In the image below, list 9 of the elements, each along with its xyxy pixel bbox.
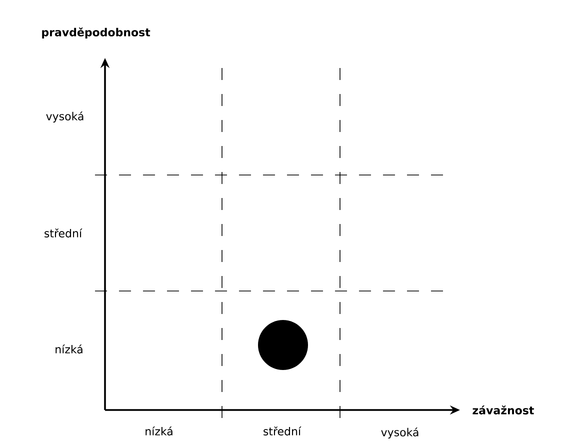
- tick-label: nízká: [56, 344, 82, 354]
- risk-dot: [258, 320, 308, 370]
- axis-title: pravděpodobnost: [42, 27, 150, 39]
- tick-label: vysoká: [46, 111, 84, 123]
- tick-label: vysoká: [381, 427, 418, 439]
- axis-title: závažnost: [472, 406, 534, 414]
- tick-label: střední: [264, 426, 302, 436]
- tick-label: nízká: [146, 426, 172, 436]
- tick-label: střední: [44, 228, 82, 238]
